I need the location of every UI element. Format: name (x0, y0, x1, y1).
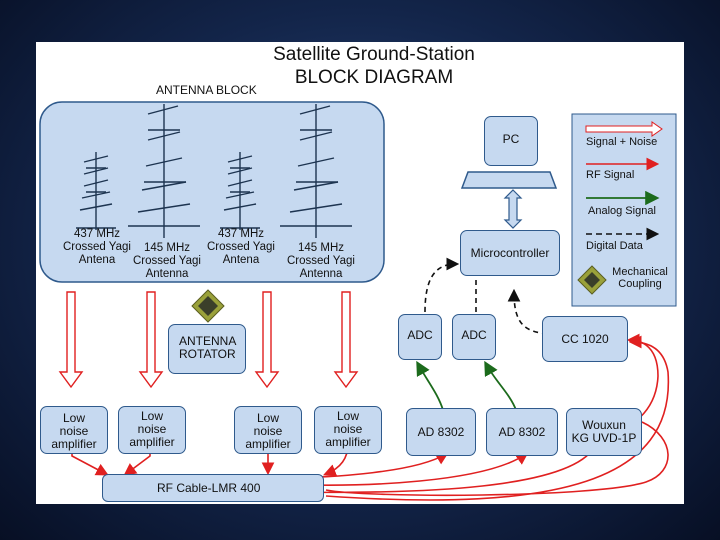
adc-box-1: ADC (398, 314, 442, 360)
pc-keyboard (460, 171, 558, 189)
legend-rf-label: RF Signal (586, 169, 635, 181)
microcontroller-box: Microcontroller (460, 230, 560, 276)
adc-box-2: ADC (452, 314, 496, 360)
legend-symbols (577, 121, 663, 295)
pc-box: PC (484, 116, 538, 166)
legend-analog-label: Analog Signal (588, 205, 656, 217)
rf-cable-box: RF Cable-LMR 400 (102, 474, 324, 502)
diagram-slide: Satellite Ground-Station BLOCK DIAGRAM A… (36, 42, 684, 504)
antenna-label-437-right: 437 MHz Crossed Yagi Antena (207, 228, 275, 266)
antenna-block-frame (39, 101, 385, 283)
legend-signal-noise-symbol (585, 121, 663, 137)
diagram-title: Satellite Ground-Station (273, 44, 475, 65)
legend-digital-label: Digital Data (586, 240, 643, 252)
antenna-rotator-box: ANTENNA ROTATOR (168, 324, 246, 374)
cc1020-box: CC 1020 (542, 316, 628, 362)
signal-noise-arrows (58, 291, 359, 389)
yagi-antenna-145-right (280, 104, 352, 238)
ad8302-box-1: AD 8302 (406, 408, 476, 456)
pc-microcontroller-link (503, 189, 523, 229)
connectors-layer (39, 101, 677, 501)
antenna-label-437-left: 437 MHz Crossed Yagi Antena (63, 228, 131, 266)
ad8302-box-2: AD 8302 (486, 408, 558, 456)
yagi-antenna-437-right (220, 152, 260, 230)
yagi-antenna-437-left (76, 152, 116, 230)
antenna-label-145-left: 145 MHz Crossed Yagi Antenna (133, 242, 201, 280)
legend-mechanical-label: Mechanical Coupling (612, 266, 668, 290)
mechanical-coupling-icon (191, 289, 225, 323)
yagi-antenna-145-left (128, 104, 200, 238)
diagram-subtitle: BLOCK DIAGRAM (294, 67, 454, 88)
legend-signal-noise-label: Signal + Noise (586, 136, 658, 148)
antenna-label-145-right: 145 MHz Crossed Yagi Antenna (287, 242, 355, 280)
antenna-block-label: ANTENNA BLOCK (156, 83, 257, 97)
analog-signal-arrows (416, 360, 517, 411)
